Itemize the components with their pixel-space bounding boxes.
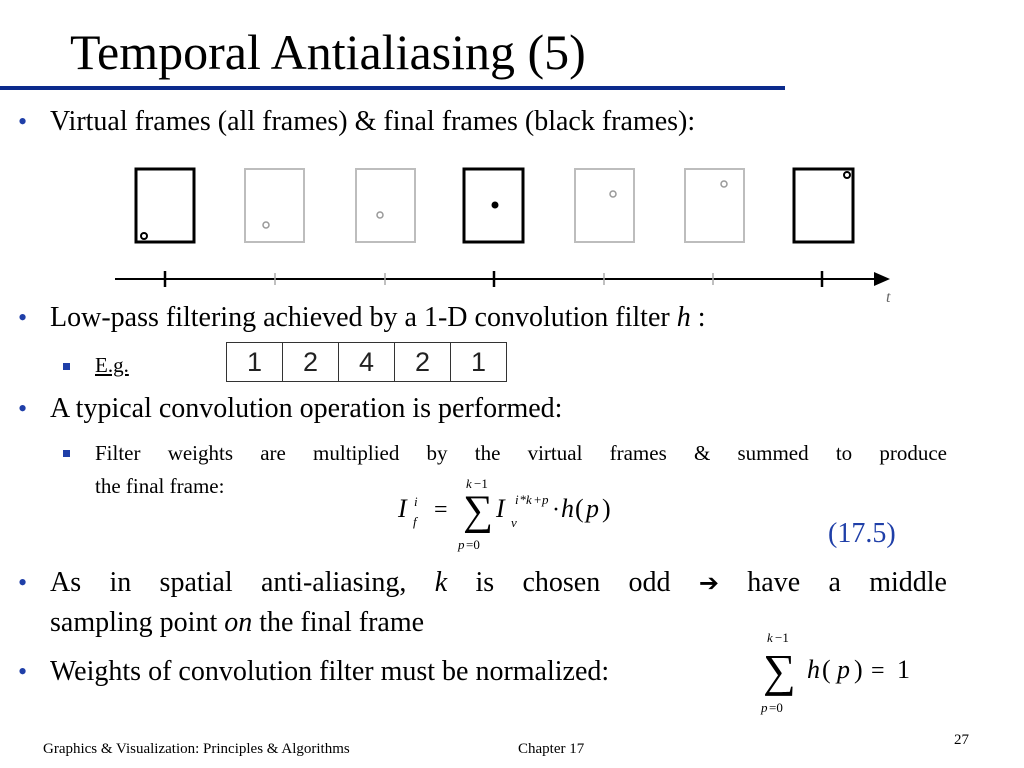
svg-text:p: p — [760, 700, 768, 715]
filter-weight-cell: 4 — [338, 342, 395, 382]
slide-title: Temporal Antialiasing (5) — [70, 24, 586, 80]
bullet-convolution: A typical convolution operation is perfo… — [50, 393, 563, 424]
bullet-odd-k-line1: As in spatial anti-aliasing, k is chosen… — [50, 567, 947, 598]
svg-text:): ) — [602, 494, 611, 523]
svg-text:p: p — [835, 655, 850, 684]
svg-text:∑: ∑ — [763, 645, 796, 696]
svg-text:h: h — [807, 655, 820, 684]
svg-text:k: k — [767, 630, 773, 645]
frames-timeline-diagram: t — [115, 167, 891, 306]
page-number: 27 — [954, 732, 969, 748]
svg-text:f: f — [413, 514, 419, 529]
svg-text:I: I — [495, 494, 506, 523]
normalization-equation: k −1 ∑ p =0 h ( p ) = 1 — [760, 630, 910, 715]
svg-text:−1: −1 — [474, 476, 488, 491]
svg-text:p: p — [457, 537, 465, 552]
svg-text:(: ( — [822, 655, 831, 684]
svg-text:I: I — [397, 494, 408, 523]
sub-bullet-marker — [63, 450, 70, 457]
equation-number: (17.5) — [828, 518, 896, 549]
svg-text:i: i — [515, 492, 519, 507]
title-underline — [0, 86, 785, 90]
bullet-marker: • — [18, 657, 28, 686]
svg-text:∑: ∑ — [463, 488, 493, 534]
svg-text:−1: −1 — [775, 630, 789, 645]
svg-text:=: = — [434, 497, 448, 523]
bullet-virtual-frames: Virtual frames (all frames) & final fram… — [50, 106, 696, 137]
svg-text:=0: =0 — [466, 537, 480, 552]
footer-book-title: Graphics & Visualization: Principles & A… — [43, 741, 350, 757]
right-arrow-icon: ➔ — [698, 569, 719, 597]
svg-text:k: k — [526, 492, 532, 507]
svg-text:): ) — [854, 655, 863, 684]
footer-chapter: Chapter 17 — [518, 741, 585, 757]
svg-text:i: i — [414, 494, 418, 509]
filter-weights-description-line1: Filter weights are multiplied by the vir… — [95, 441, 947, 465]
sub-bullet-marker — [63, 363, 70, 370]
bullet-marker: • — [18, 568, 28, 597]
bullet-normalized: Weights of convolution filter must be no… — [50, 656, 610, 687]
svg-text:(: ( — [575, 494, 584, 523]
final-frame-7 — [792, 167, 855, 244]
svg-text:p: p — [584, 494, 599, 523]
svg-text:v: v — [511, 515, 517, 530]
final-frame-4 — [462, 167, 525, 244]
virtual-frame-3 — [355, 168, 416, 243]
svg-text:=0: =0 — [769, 700, 783, 715]
svg-text:1: 1 — [897, 655, 910, 684]
svg-text:+: + — [534, 492, 541, 507]
example-label: E.g. — [95, 353, 129, 377]
filter-weight-cell: 1 — [226, 342, 283, 382]
svg-text:*: * — [520, 492, 527, 507]
convolution-equation: I i f = k −1 ∑ p =0 I i * k + p v · h ( … — [397, 476, 611, 552]
axis-arrow-icon — [874, 272, 890, 286]
svg-text:=: = — [871, 658, 885, 684]
svg-text:h: h — [561, 494, 574, 523]
virtual-frame-6 — [684, 168, 745, 243]
virtual-frame-2 — [244, 168, 305, 243]
bullet-marker: • — [18, 107, 28, 136]
svg-text:·: · — [552, 497, 560, 523]
final-frame-1 — [134, 167, 196, 244]
svg-text:k: k — [466, 476, 472, 491]
filter-weights-table: 1 2 4 2 1 — [226, 342, 507, 382]
virtual-frame-5 — [574, 168, 635, 243]
filter-weights-description-line2: the final frame: — [95, 474, 225, 498]
filter-weight-cell: 1 — [450, 342, 507, 382]
filter-var-h: h — [676, 302, 691, 333]
svg-text:p: p — [541, 492, 549, 507]
bullet-low-pass: Low-pass filtering achieved by a 1-D con… — [50, 302, 706, 333]
axis-label-t: t — [886, 289, 891, 306]
bullet-marker: • — [18, 303, 28, 332]
bullet-odd-k-line2: sampling point on the final frame — [50, 607, 425, 638]
filter-weight-cell: 2 — [282, 342, 339, 382]
bullet-marker: • — [18, 394, 28, 423]
filter-weight-cell: 2 — [394, 342, 451, 382]
